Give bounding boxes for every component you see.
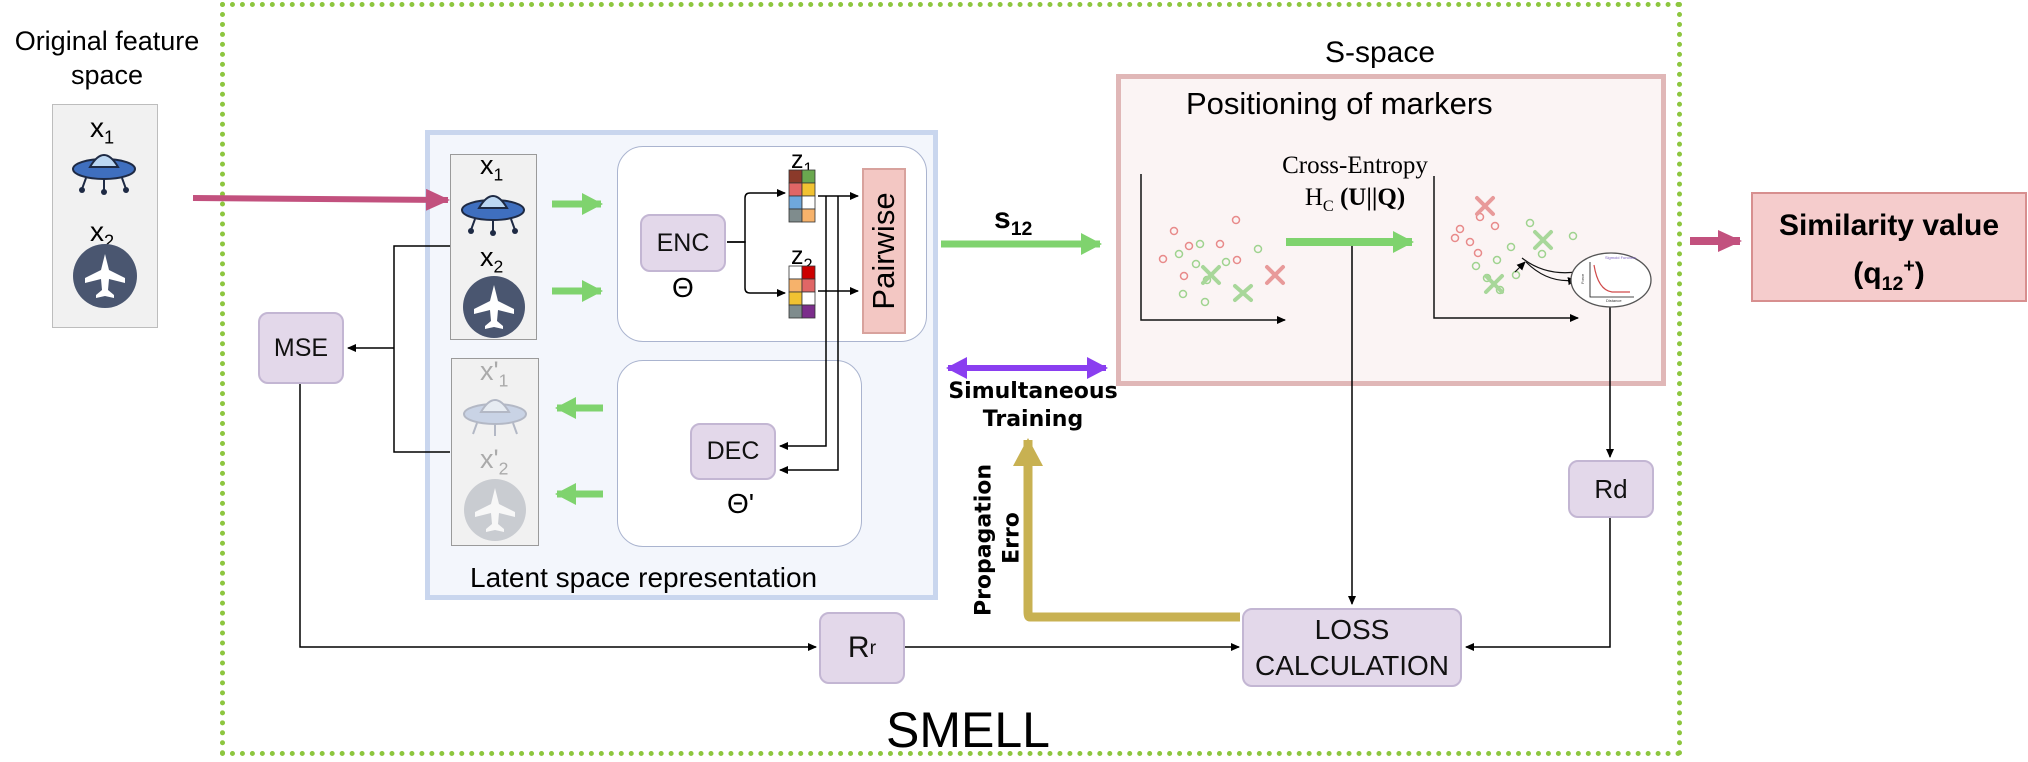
z2-label: z2 xyxy=(791,242,813,274)
smell-label: SMELL xyxy=(886,702,1050,758)
latent-space-label: Latent space representation xyxy=(470,562,818,593)
airplane-icon xyxy=(463,276,525,338)
scatter-after: Sigmoid Function Distance Force xyxy=(1433,176,1652,322)
z2-vector xyxy=(788,265,816,319)
theta-label: Θ xyxy=(672,272,694,303)
enc-node: ENC xyxy=(640,214,726,272)
orig-x1-label: x1 xyxy=(90,112,115,148)
s-space-panel xyxy=(1116,74,1666,386)
recon-x1-label: x'1 xyxy=(480,356,509,391)
mse-node: MSE xyxy=(258,312,344,384)
pairwise-box xyxy=(862,168,906,334)
loss-calculation-node: LOSS CALCULATION xyxy=(1242,608,1462,687)
orig-x2-label: x2 xyxy=(90,216,115,252)
original-feature-space-title: Original feature space xyxy=(14,26,200,90)
theta-prime-label: Θ' xyxy=(727,488,755,519)
similarity-value-label: Similarity value (q12+) xyxy=(1778,209,2000,295)
mini-plot-ylabel: Force xyxy=(1580,273,1585,284)
cross-entropy-label: Cross-Entropy HC (U||Q) xyxy=(1282,152,1428,215)
propagation-arrow xyxy=(1013,438,1240,622)
recon-x2-label: x'2 xyxy=(480,444,509,479)
reconstruction-pair-box xyxy=(451,358,539,546)
ufo-icon xyxy=(461,195,525,236)
input-x2-label: x2 xyxy=(480,242,504,277)
input-arrow xyxy=(192,188,450,211)
airplane-icon xyxy=(464,479,526,541)
z1-label: z1 xyxy=(791,146,813,178)
simultaneous-training-label: Simultaneous Training xyxy=(948,379,1118,432)
ufo-icon xyxy=(72,154,136,195)
s12-label: s12 xyxy=(994,202,1033,240)
airplane-icon xyxy=(73,244,137,308)
rd-node: Rd xyxy=(1568,460,1654,518)
z1-vector xyxy=(788,169,816,223)
input-x1-label: x1 xyxy=(480,150,504,185)
scatter-before xyxy=(1140,174,1286,324)
similarity-value-box xyxy=(1751,192,2027,302)
mini-plot-title: Sigmoid Function xyxy=(1605,255,1636,260)
positioning-title: Positioning of markers xyxy=(1186,86,1493,121)
dec-node: DEC xyxy=(690,423,776,480)
mini-plot-xlabel: Distance xyxy=(1606,298,1622,303)
s-space-title: S-space xyxy=(1325,36,1436,69)
smell-container xyxy=(220,2,1682,756)
ufo-icon xyxy=(463,399,527,436)
